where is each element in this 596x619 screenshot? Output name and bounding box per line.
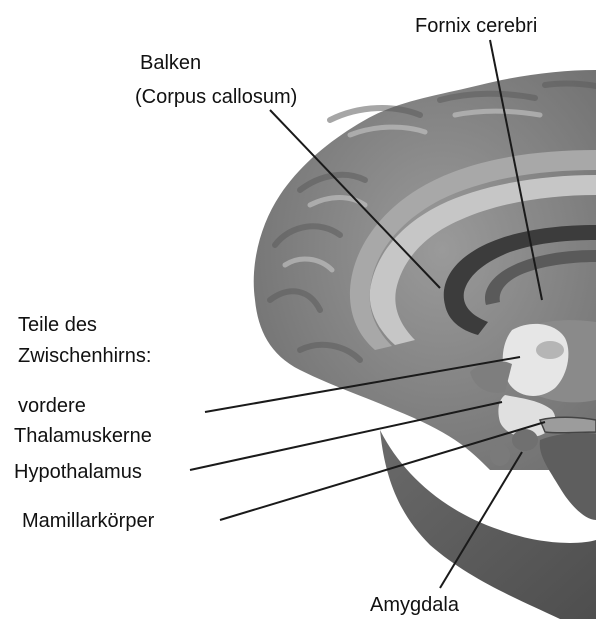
label-balken: Balken: [140, 53, 201, 73]
mamillary-body: [490, 444, 510, 466]
label-mamillarkoerper: Mamillarkörper: [22, 511, 154, 531]
brainstem: [540, 433, 596, 520]
label-amygdala: Amygdala: [370, 595, 459, 615]
label-corpus-callosum: (Corpus callosum): [135, 87, 297, 107]
pituitary-stalk: [540, 417, 596, 433]
thalamus-inner-mark: [536, 341, 564, 359]
label-teile-line2: Zwischenhirns:: [18, 346, 151, 366]
label-fornix: Fornix cerebri: [415, 16, 537, 36]
label-vordere: vordere: [18, 396, 86, 416]
amygdala-body: [512, 429, 538, 451]
label-teile-line1: Teile des: [18, 315, 97, 335]
label-hypothalamus: Hypothalamus: [14, 462, 142, 482]
label-thalamuskerne: Thalamuskerne: [14, 426, 152, 446]
